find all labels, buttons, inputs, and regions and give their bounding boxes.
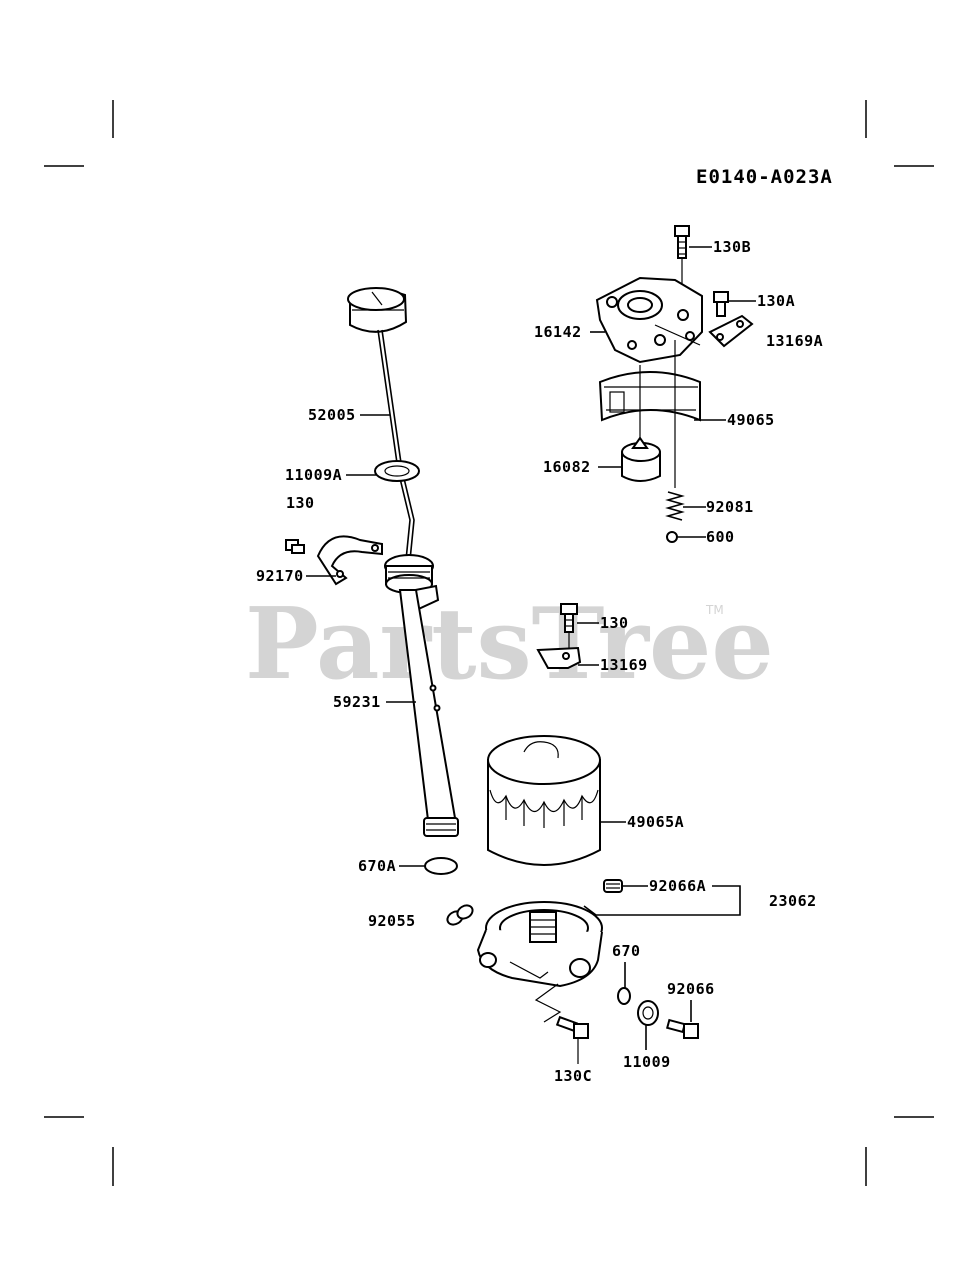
- spring-92081: [665, 340, 685, 521]
- callout-670a: 670A: [358, 857, 396, 875]
- oil-filter-49065a: [487, 735, 601, 866]
- leader-130c: [534, 983, 562, 1023]
- plate-16142: [595, 276, 703, 364]
- callout-59231: 59231: [333, 693, 381, 711]
- bolt-130c: [555, 1015, 589, 1064]
- callout-13169: 13169: [600, 656, 648, 674]
- bracket-13169a: [708, 314, 754, 348]
- bolt-130: [560, 603, 578, 650]
- bolt-130a: [713, 291, 729, 317]
- clamp-92170: [285, 535, 383, 586]
- callout-130c: 130C: [554, 1067, 592, 1085]
- callout-130b: 130B: [713, 238, 751, 256]
- oring-11009a: [374, 460, 420, 482]
- callout-130-upper: 130: [286, 494, 315, 512]
- washer-11009: [637, 1000, 659, 1026]
- screen-49065: [598, 371, 701, 422]
- leader-23062: [583, 885, 741, 916]
- diagram-code: E0140-A023A: [696, 166, 833, 188]
- oring-670: [617, 987, 631, 1005]
- dipstick-52005: [347, 287, 415, 561]
- callout-23062: 23062: [769, 892, 817, 910]
- fitting-92066a: [603, 879, 623, 893]
- callout-16142: 16142: [534, 323, 582, 341]
- callout-92081: 92081: [706, 498, 754, 516]
- oring-670a: [424, 857, 458, 875]
- callout-13169a: 13169A: [766, 332, 823, 350]
- valve-16082: [621, 365, 661, 482]
- callout-49065: 49065: [727, 411, 775, 429]
- callout-52005: 52005: [308, 406, 356, 424]
- callout-130a: 130A: [757, 292, 795, 310]
- callout-11009: 11009: [623, 1053, 671, 1071]
- bracket-13169: [536, 646, 582, 669]
- ball-600: [666, 531, 678, 543]
- tube-59231: [384, 554, 459, 837]
- drain-bolt-92066: [666, 1018, 699, 1039]
- crop-marks: [44, 100, 934, 1186]
- callout-92066: 92066: [667, 980, 715, 998]
- callout-49065a: 49065A: [627, 813, 684, 831]
- callout-92066a: 92066A: [649, 877, 706, 895]
- callout-130: 130: [600, 614, 629, 632]
- watermark-trademark: TM: [705, 603, 724, 617]
- callout-670: 670: [612, 942, 641, 960]
- callout-11009a: 11009A: [285, 466, 342, 484]
- callout-600: 600: [706, 528, 735, 546]
- callout-16082: 16082: [543, 458, 591, 476]
- callout-92055: 92055: [368, 912, 416, 930]
- callout-92170: 92170: [256, 567, 304, 585]
- filter-base: [476, 901, 603, 988]
- oring-92055: [446, 904, 474, 926]
- watermark: PartsTree: [245, 587, 774, 702]
